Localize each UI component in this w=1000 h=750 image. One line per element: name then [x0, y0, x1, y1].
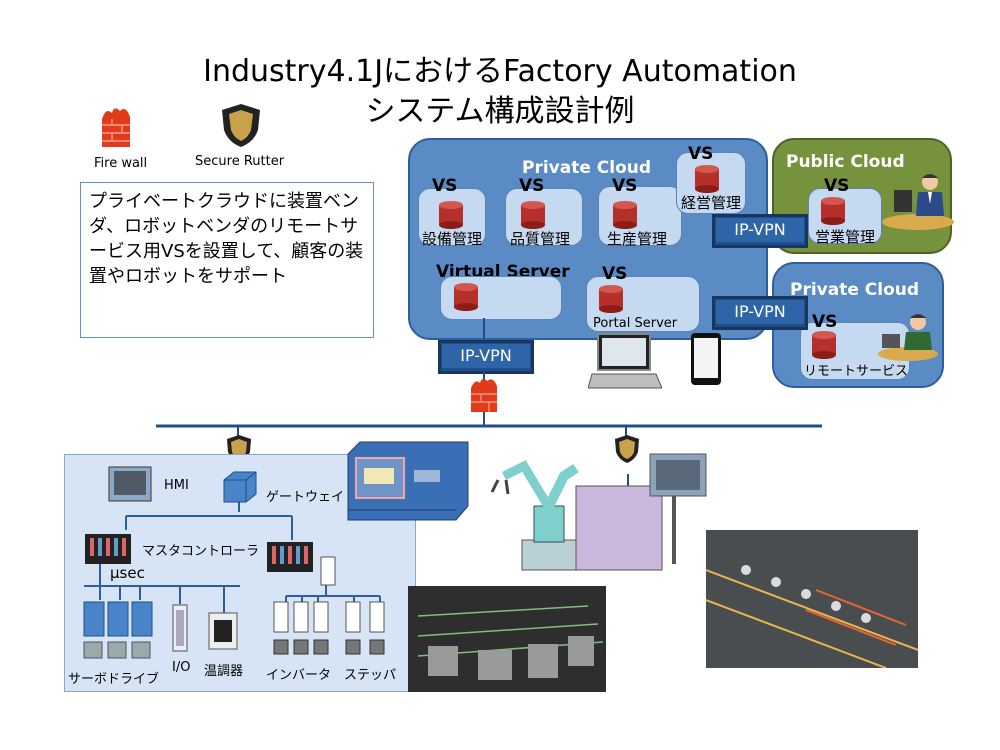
vs-label: VS [688, 144, 714, 164]
servo-label: サーボドライブ [68, 672, 160, 687]
ipvpn-remote: IP-VPN [712, 296, 808, 330]
firewall-icon [471, 378, 497, 412]
vs-label: VS [602, 264, 628, 284]
stepper-icon [345, 601, 385, 655]
vs-label: VS [812, 312, 838, 332]
database-icon [821, 197, 845, 225]
office-worker-icon [882, 174, 954, 230]
plc-controller-icon [85, 534, 131, 564]
inverter-label: インバータ [266, 668, 332, 683]
gateway-label: ゲートウェイ [266, 490, 345, 505]
server-label-remote: リモートサービス [804, 364, 909, 379]
database-icon [613, 201, 637, 229]
factory-wiring [84, 494, 381, 614]
database-icon [521, 201, 545, 229]
description-note: プライベートクラウドに装置ベンダ、ロボットベンダのリモートサービス用VSを設置し… [80, 182, 374, 338]
vs-label: VS [824, 176, 850, 196]
shield-router-icon [222, 104, 260, 147]
server-label-management: 経営管理 [681, 194, 742, 212]
master-controller-label: マスタコントローラ [142, 544, 260, 559]
machine-unit-icon [347, 441, 469, 521]
inverter-icon [273, 601, 329, 655]
robot-cell-icon [490, 453, 707, 571]
hmi-label: HMI [164, 478, 189, 493]
temperature-controller-icon [208, 612, 238, 650]
ipvpn-label: IP-VPN [442, 344, 530, 368]
firewall-legend-label: Fire wall [94, 156, 148, 171]
usec-label: μsec [110, 564, 145, 582]
vs-box-production [598, 186, 682, 246]
firewall-icon [102, 108, 130, 147]
laptop-icon [588, 333, 662, 389]
database-icon [599, 285, 623, 313]
portal-server-label: Portal Server [593, 316, 678, 331]
temp-controller-label: 温調器 [204, 664, 244, 679]
router-legend-label: Secure Rutter [195, 154, 285, 169]
servo-drive-icon [83, 601, 153, 659]
ipvpn-factory: IP-VPN [438, 340, 534, 374]
office-worker-icon [878, 314, 938, 361]
server-label-quality: 品質管理 [510, 230, 571, 248]
shield-router-icon [615, 435, 639, 463]
database-icon [439, 201, 463, 229]
factory-3d-photo [408, 586, 606, 692]
ipvpn-label: IP-VPN [716, 218, 804, 242]
stepper-label: ステッパ [344, 668, 397, 683]
database-icon [812, 331, 836, 359]
database-icon [695, 165, 719, 193]
tablet-icon [691, 333, 721, 385]
server-label-equipment: 設備管理 [422, 230, 483, 248]
private-cloud-main-title: Private Cloud [522, 158, 652, 178]
vs-label: VS [432, 176, 458, 196]
io-module-icon [320, 556, 336, 586]
title-line-1: Industry4.1JにおけるFactory Automation [203, 54, 797, 89]
title-line-2: システム構成設計例 [365, 94, 635, 129]
ipvpn-label: IP-VPN [716, 300, 804, 324]
server-label-sales: 営業管理 [815, 228, 876, 246]
plc-controller-icon [267, 542, 313, 572]
io-label: I/O [172, 660, 191, 675]
vs-label: VS [519, 176, 545, 196]
io-unit-icon [172, 604, 188, 652]
ipvpn-public: IP-VPN [712, 214, 808, 248]
server-label-production: 生産管理 [607, 230, 668, 248]
factory-line-photo [705, 530, 919, 669]
public-cloud-title: Public Cloud [786, 152, 905, 172]
gateway-icon [223, 471, 257, 503]
database-icon [454, 283, 478, 311]
private-cloud-remote-title: Private Cloud [790, 280, 920, 300]
vs-label: VS [612, 176, 638, 196]
hmi-monitor-icon [108, 466, 152, 502]
